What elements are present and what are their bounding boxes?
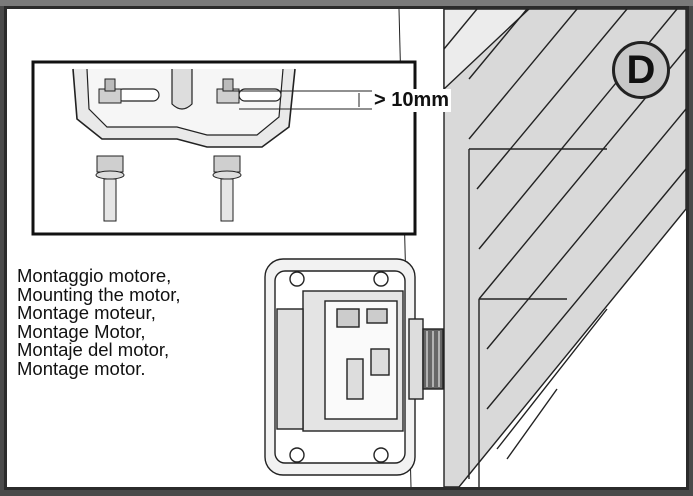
step-badge: D: [612, 41, 670, 99]
instruction-panel: > 10mm D Montaggio motore, Mounting the …: [4, 6, 689, 490]
caption-line-nl: Montage motor.: [17, 357, 146, 379]
motor-drawing: [264, 258, 444, 476]
measurement-label: > 10mm: [372, 89, 452, 112]
caption-line-fr: Montage moteur,: [17, 302, 156, 324]
caption-line-en: Mounting the motor,: [17, 283, 181, 305]
top-bar: [0, 0, 693, 6]
detail-inset: [31, 60, 417, 236]
caption-line-de: Montage Motor,: [17, 320, 146, 342]
caption-line-es: Montaje del motor,: [17, 339, 170, 361]
caption-line-it: Montaggio motore,: [17, 265, 172, 286]
step-letter: D: [626, 47, 656, 92]
installation-illustration: [31, 9, 686, 487]
caption-block: Montaggio motore, Mounting the motor, Mo…: [17, 265, 181, 379]
